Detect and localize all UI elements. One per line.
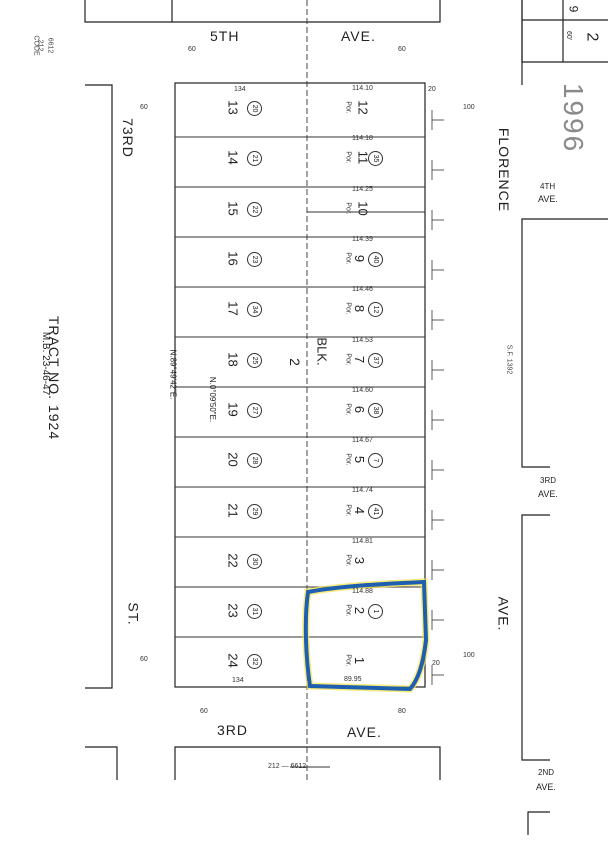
corner-width-bottom: 20 [432,660,440,667]
street-3rd-ave: AVE. [347,724,382,740]
total-width-top: 134 [234,86,246,93]
bottom-reference: 212 — 6612 [268,763,307,770]
right-lot-number: 9 [352,254,368,263]
left-lot-number: 22 [225,553,241,568]
left-lot-number: 20 [225,452,241,467]
right-lot-por: Por. [344,252,352,265]
bearing-2: N.0°09'50"E. [208,376,218,423]
right-lot-por: Por. [344,604,352,617]
left-lot-number: 17 [225,301,241,317]
lot-depth: 114.74 [352,487,373,495]
right-lot-por: Por. [344,302,352,316]
street-73rd: 73RD [119,118,136,158]
right-lot-number: 8 [352,305,368,313]
side-code-a: 212 [36,39,44,52]
lot-depth: 114.18 [352,135,373,143]
street-3rd-side: 3RD [540,476,557,485]
block-label: BLK. [314,337,330,366]
corner-width: 60' [565,30,573,41]
left-lot-number: 19 [225,402,241,417]
total-width-bottom: 134 [232,677,244,684]
block-number: 2 [286,358,303,366]
left-lot-number: 14 [225,150,241,166]
width-florence-top: 100 [463,104,475,111]
right-lot-number: 3 [352,556,368,564]
left-parcel-circle: 29 [247,503,262,519]
right-lot-por: Por. [344,101,352,114]
right-lot-por: Por. [344,202,352,215]
right-lot-number: 2 [352,607,368,615]
right-parcel-circle: 37 [368,352,383,368]
left-parcel-circle: 25 [247,352,262,368]
right-lot-number: 4 [352,506,368,514]
lot-depth: 114.88 [352,588,373,595]
lot-depth: 114.67 [352,437,373,445]
right-parcel-circle: 41 [368,503,383,519]
lot-depth: 114.25 [352,185,373,193]
street-4th-ave: AVE. [538,194,558,204]
lot-depth: 114.81 [352,537,373,545]
width-florence-bottom: 100 [463,652,475,659]
right-lot-por: Por. [344,654,352,668]
lot-depth: 114.39 [352,235,373,243]
right-lot-por: Por. [344,403,352,416]
right-parcel-circle: 38 [368,402,383,418]
right-lot-number: 1 [352,657,368,665]
right-lot-number: 12 [355,100,371,115]
left-lot-number: 16 [225,251,241,266]
street-5th: 5TH [210,28,240,44]
right-lot-number: 6 [352,405,368,414]
corner-number-page: 2 [583,32,601,42]
street-2nd-side: 2ND [538,768,555,777]
tract-book: M.B. 23-46-47 [40,331,52,396]
lot-depth: 114.46 [352,286,373,294]
street-5th-ave: AVE. [341,28,376,44]
width-73rd-bottom: 60 [140,656,148,663]
right-lot-por: Por. [344,503,352,517]
lot-depth: 114.60 [352,386,373,394]
right-lot-por: Por. [344,554,352,567]
left-lot-number: 23 [225,603,241,618]
left-lot-number: 15 [225,201,241,216]
left-parcel-circle: 27 [247,402,262,418]
right-lot-number: 10 [355,201,371,216]
highlighted-parcel-outline [303,579,429,692]
year-stamp: 1996 [558,82,590,154]
street-florence-ave: AVE. [495,596,512,632]
street-florence: FLORENCE [496,127,513,213]
left-parcel-circle: 23 [247,252,262,268]
width-73rd-top: 60 [140,104,148,111]
width-bottom-left: 60 [200,708,208,715]
width-top-left: 60 [188,46,196,53]
street-4th: 4TH [540,182,556,191]
right-lot-number: 5 [352,456,368,464]
bearing-1: N.89°49'42"E. [168,349,178,400]
left-lot-number: 18 [225,351,241,367]
sf-label: S.F. 1392 [505,344,513,375]
corner-width-top: 20 [428,86,436,93]
right-lot-number: 7 [352,355,368,363]
lot-depth: 114.53 [352,336,373,344]
left-lot-number: 13 [225,100,241,115]
side-code-b: 6612 [46,37,54,54]
left-lot-number: 24 [225,653,241,669]
lot-depth: 89.95 [344,676,362,683]
street-3rd-side-ave: AVE. [538,489,558,499]
street-3rd: 3RD [217,722,249,738]
width-top-right: 60 [398,46,406,53]
width-bottom-right: 80 [398,708,406,715]
street-2nd-side-ave: AVE. [536,782,556,792]
lot-depth: 114.10 [352,85,373,92]
corner-number-sheet: 9 [566,5,581,13]
left-parcel-circle: 22 [247,201,262,217]
left-lot-number: 21 [225,502,241,518]
right-lot-por: Por. [344,352,352,366]
right-lot-por: Por. [344,453,352,466]
street-st: ST. [125,602,142,626]
left-parcel-circle: 30 [247,553,262,569]
right-lot-por: Por. [344,151,352,165]
right-parcel-circle: 40 [368,252,383,268]
